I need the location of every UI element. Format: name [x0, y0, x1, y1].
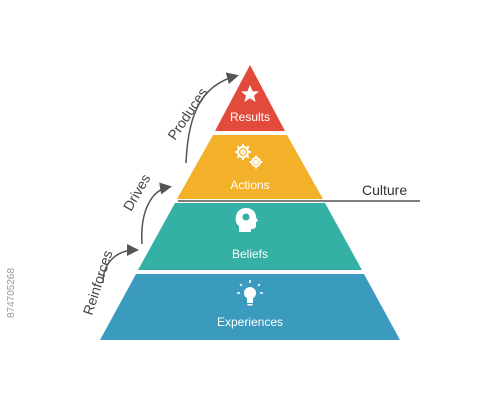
connector-label-drives: Drives: [120, 171, 154, 213]
arrow-reinforces: [102, 244, 139, 284]
level-label-experiences: Experiences: [217, 315, 283, 329]
connector-label-produces: Produces: [164, 85, 210, 143]
lightbulb-icon: [237, 280, 263, 306]
arrow-drives: [141, 182, 172, 245]
arrow-produces: [185, 72, 239, 164]
star-icon: [241, 85, 259, 102]
connector-label-reinforces: Reinforces: [80, 248, 116, 317]
level-label-actions: Actions: [230, 178, 269, 192]
level-label-results: Results: [230, 110, 270, 124]
level-experiences: [100, 274, 400, 340]
watermark-id: 874705268: [6, 268, 17, 318]
head-icon: [235, 208, 258, 232]
level-beliefs: [138, 203, 362, 270]
level-actions: [177, 135, 323, 199]
gears-icon: [235, 144, 263, 169]
level-label-beliefs: Beliefs: [232, 247, 268, 261]
culture-label: Culture: [362, 182, 407, 198]
